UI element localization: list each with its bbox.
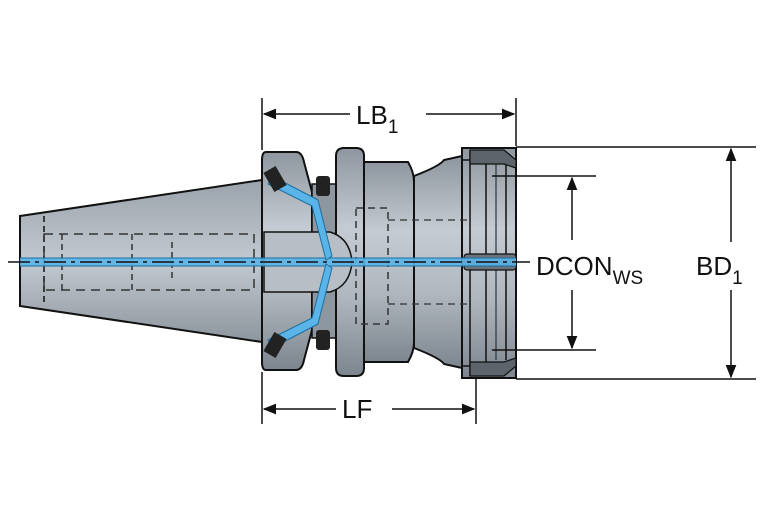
lb1-label: LB1 xyxy=(356,100,398,138)
dimension-dconws: DCONWS xyxy=(492,175,643,351)
dimension-bd1: BD1 xyxy=(516,146,756,380)
bd1-label: BD1 xyxy=(696,251,743,289)
dimension-lf: LF xyxy=(261,372,477,424)
dimension-lb1: LB1 xyxy=(261,98,517,150)
lf-label: LF xyxy=(342,394,372,424)
dconws-label: DCONWS xyxy=(536,251,643,289)
